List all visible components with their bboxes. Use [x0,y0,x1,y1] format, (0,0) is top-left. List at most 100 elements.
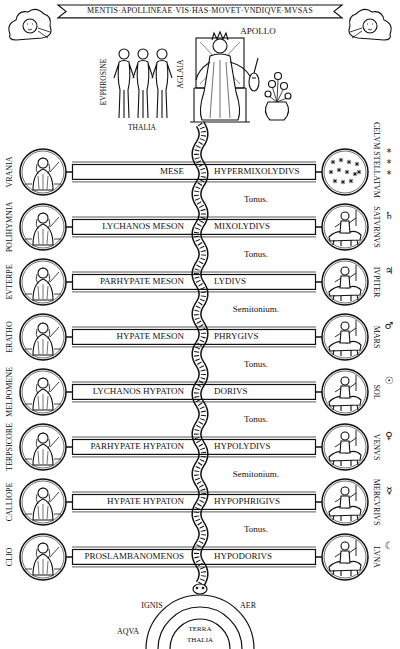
medallion-ring [20,424,66,470]
note-name: LYCHANOS HYPATON [76,387,184,397]
muse-name: VRANIA [6,156,15,187]
muse-name: ERATHO [6,321,15,353]
medallion-inner-ring [22,481,64,523]
planet-symbol: ♃ [385,265,394,276]
note-name: PROSLAMBANOMENOS [76,552,184,562]
note-name: LYCHANOS MESON [76,222,184,232]
motto-text: MENTIS·APOLLINEAE·VIS·HAS·MOVET·VNDIQVE·… [58,7,342,16]
band-rule [72,327,316,347]
banner-ribbon [58,5,342,18]
planet-name: CELVM STELLATVM [372,122,381,198]
star-symbol: * [387,158,392,169]
medallion-inner-ring [22,426,64,468]
medallion-ring [20,204,66,250]
band-connector [316,336,322,338]
planet-figures [329,158,361,576]
band-connector [66,171,72,173]
medallion-ring [322,204,368,250]
scale-band: MESE HYPERMIXOLYDIVS [72,164,316,180]
mode-name: HYPOLYDIVS [214,442,312,452]
muse-name: CALLIOPE [6,483,15,522]
mode-name: HYPOPHRIGIVS [214,497,312,507]
medallion-inner-ring [22,536,64,578]
band-outline [73,550,316,565]
element-name: AER [240,602,256,611]
motto-banner: MENTIS·APOLLINEAE·VIS·HAS·MOVET·VNDIQVE·… [58,5,342,18]
planet-name: SOL [372,384,381,399]
medallion-ring [322,149,368,195]
band-connector [66,336,72,338]
mode-name: PHRYGIVS [214,332,312,342]
muse-medallion: MELPOMENE [2,367,66,417]
band-connector [316,556,322,558]
medallion-inner-ring [22,316,64,358]
note-name: PARHYPATE HYPATON [76,442,184,452]
figure-name: THALIA [187,637,213,645]
scale-band: PARHYPATE MESON LYDIVS [72,274,316,290]
planet-medallion: LVNA [322,532,384,582]
band-outline [73,495,316,510]
band-connector [66,281,72,283]
planet-name: IVPITER [372,267,381,298]
serpent [193,124,207,594]
muse-medallion: EVTERPE [2,257,66,307]
interval-label: Tonus. [244,195,268,205]
medallion-ring [322,534,368,580]
flower-vase [265,73,291,121]
scale-band: HYPATE HYPATONHYPOPHRIGIVS [72,494,316,510]
planet-name: SATVRNVS [372,206,381,247]
medallion-inner-ring [324,316,366,358]
band-outline [73,275,316,290]
medallion-inner-ring [22,371,64,413]
planet-symbol: ♂ [385,320,394,331]
band-rule [72,272,316,292]
note-name: MESE [76,167,184,177]
element-name: AQVA [117,628,139,637]
element-name: TERRA [189,626,212,634]
muse-name: CLIO [6,548,15,567]
planet-name: MERCVRIVS [372,479,381,526]
band-connector [66,501,72,503]
medallion-inner-ring [324,151,366,193]
mode-name: LYDIVS [214,277,312,287]
medallion-ring [20,259,66,305]
planet-medallion: SATVRNVS [322,202,384,252]
muse-name: MELPOMENE [6,367,15,417]
figure-name: EVPHROSINE [100,59,108,106]
mode-name: HYPERMIXOLYDIVS [214,167,312,177]
band-rule [72,162,316,182]
planet-name: VENVS [372,434,381,461]
interval-label: Tonus. [244,415,268,425]
mode-name: DORIVS [214,387,312,397]
band-outline [73,385,316,400]
interval-label: Semitonium. [233,305,279,315]
planet-symbol: ☿ [386,485,392,496]
mode-name: HYPODORIVS [214,552,312,562]
band-outline [73,165,316,180]
scale-band: HYPATE MESONPHRYGIVS [72,329,316,345]
figure-name: THALIA [128,124,156,132]
star-symbol: * [387,169,392,180]
band-outline [73,220,316,235]
interval-label: Semitonium. [233,470,279,480]
muse-medallion: VRANIA [2,147,66,197]
muse-figures [25,158,61,575]
medallion-ring [20,149,66,195]
band-connector [66,556,72,558]
planet-symbol: ☾ [385,540,394,551]
medallion-inner-ring [22,151,64,193]
three-graces [114,49,172,118]
medallion-ring [20,534,66,580]
note-name: PARHYPATE MESON [76,277,184,287]
medallion-ring [322,479,368,525]
medallion-ring [20,479,66,525]
medallion-ring [322,424,368,470]
muse-name: EVTERPE [6,264,15,299]
element-name: IGNIS [141,602,162,611]
band-outline [73,440,316,455]
medallion-ring [20,369,66,415]
medallion-inner-ring [22,261,64,303]
planet-medallion: VENVS [322,422,384,472]
